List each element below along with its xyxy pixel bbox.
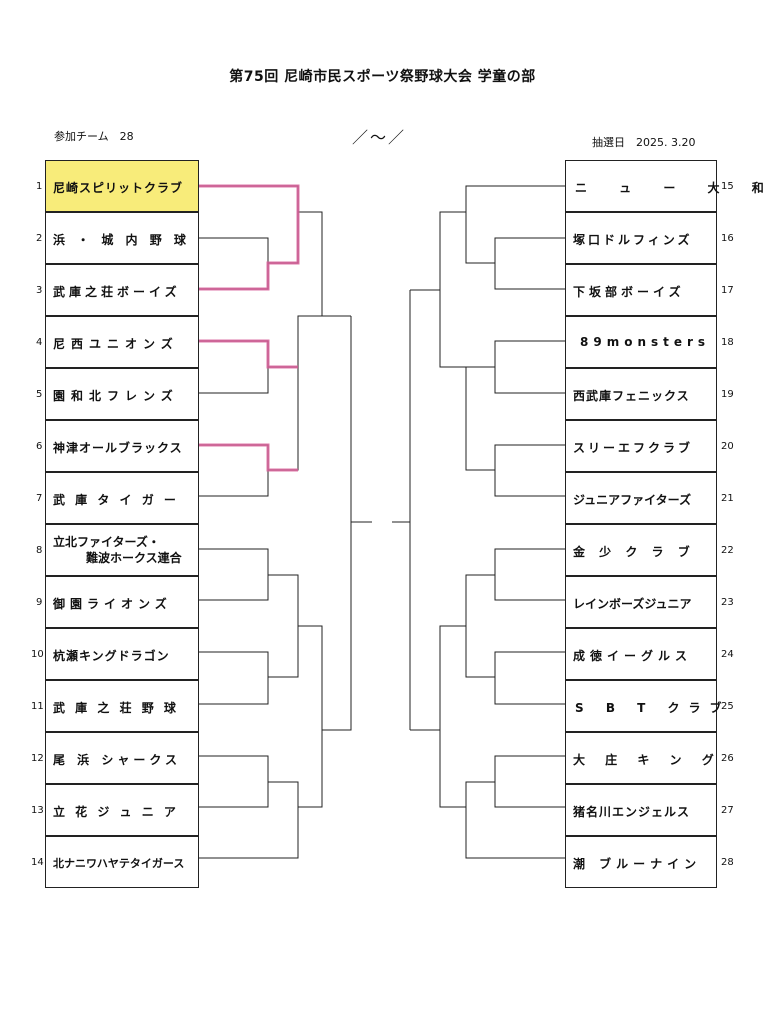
seed-number: 13	[31, 805, 44, 816]
team-name-line2: 難波ホークス連合	[86, 551, 182, 565]
seed-number: 20	[721, 441, 734, 452]
team-name: 89monsters	[580, 335, 711, 349]
team-name: 大 庄 キ ン グ	[573, 753, 722, 767]
team-name: 尼西ユニオンズ	[53, 337, 179, 351]
winner-line	[199, 443, 298, 472]
team-name: 立北ファイターズ・	[53, 535, 160, 549]
team-name: レインボーズジュニア	[573, 597, 692, 611]
team-name: 潮 ブルーナイン	[573, 857, 702, 871]
team-slot-19	[565, 368, 717, 420]
seed-number: 23	[721, 597, 734, 608]
seed-number: 15	[721, 181, 734, 192]
team-slot-2	[45, 212, 199, 264]
team-slot-15	[565, 160, 717, 212]
draw-date: 抽選日 2025. 3.20	[592, 136, 696, 149]
team-slot-28	[565, 836, 717, 888]
winner-line	[199, 212, 300, 291]
seed-number: 26	[721, 753, 734, 764]
seed-number: 17	[721, 285, 734, 296]
team-name: ニ ュ ー 大 和	[575, 181, 765, 195]
seed-number: 1	[36, 181, 43, 192]
team-slot-21	[565, 472, 717, 524]
team-name: 塚口ドルフィンズ	[573, 233, 693, 247]
team-name: 武 庫 タ イ ガ ー	[53, 493, 179, 507]
team-slot-4	[45, 316, 199, 368]
team-slot-25	[565, 680, 717, 732]
winner-line	[199, 184, 300, 212]
team-name: 北ナニワハヤテタイガース	[53, 857, 185, 870]
seed-number: 12	[31, 753, 44, 764]
team-name: 浜 ・ 城 内 野 球	[53, 233, 190, 247]
team-slot-14	[45, 836, 199, 888]
team-slot-17	[565, 264, 717, 316]
team-slot-13	[45, 784, 199, 836]
bracket-line	[350, 316, 372, 523]
team-name: 園和北フレンズ	[53, 389, 179, 403]
team-slot-7	[45, 472, 199, 524]
team-name: 下坂部ボーイズ	[573, 285, 685, 299]
winner-line	[199, 339, 298, 369]
team-name: 成徳イーグルス	[573, 649, 693, 663]
team-name: 尾 浜 シャークス	[53, 753, 181, 767]
seed-number: 5	[36, 389, 43, 400]
team-slot-27	[565, 784, 717, 836]
team-slot-22	[565, 524, 717, 576]
team-slot-5	[45, 368, 199, 420]
team-name: S B T クラブ	[575, 701, 731, 715]
team-name: 立 花 ジ ュ ニ ア	[53, 805, 179, 819]
seed-number: 22	[721, 545, 734, 556]
bracket-line	[410, 185, 565, 497]
team-slot-1	[45, 160, 199, 212]
team-slot-26	[565, 732, 717, 784]
team-name: 武庫之荘ボーイズ	[53, 285, 181, 299]
tournament-date-range: ／～／	[352, 128, 407, 147]
participant-count: 参加チーム 28	[54, 130, 134, 143]
team-slot-12	[45, 732, 199, 784]
team-name: 杭瀬キングドラゴン	[53, 649, 170, 663]
bracket-line	[392, 290, 411, 730]
team-name: 猪名川エンジェルス	[573, 805, 691, 819]
bracket-line	[410, 548, 565, 859]
team-slot-24	[565, 628, 717, 680]
team-name: 尼崎スピリットクラブ	[53, 181, 184, 195]
team-slot-11	[45, 680, 199, 732]
page-title: 第75回 尼崎市民スポーツ祭野球大会 学童の部	[229, 69, 536, 85]
bracket-line	[199, 522, 352, 859]
seed-number: 27	[721, 805, 734, 816]
seed-number: 11	[31, 701, 44, 712]
seed-number: 16	[721, 233, 734, 244]
team-name: 神津オールブラックス	[53, 441, 183, 455]
seed-number: 28	[721, 857, 734, 868]
team-slot-10	[45, 628, 199, 680]
seed-number: 9	[36, 597, 43, 608]
team-slot-20	[565, 420, 717, 472]
seed-number: 4	[36, 337, 43, 348]
seed-number: 3	[36, 285, 43, 296]
team-slot-8	[45, 524, 199, 576]
seed-number: 7	[36, 493, 43, 504]
team-slot-18	[565, 316, 717, 368]
seed-number: 21	[721, 493, 734, 504]
team-name: ジュニアファイターズ	[573, 493, 692, 507]
team-slot-6	[45, 420, 199, 472]
team-name: 西武庫フェニックス	[573, 389, 690, 403]
team-slot-16	[565, 212, 717, 264]
seed-number: 19	[721, 389, 734, 400]
team-slot-9	[45, 576, 199, 628]
team-slot-3	[45, 264, 199, 316]
seed-number: 24	[721, 649, 734, 660]
team-name: 御園ライオンズ	[53, 597, 172, 611]
team-slot-23	[565, 576, 717, 628]
seed-number: 10	[31, 649, 44, 660]
seed-number: 14	[31, 857, 44, 868]
seed-number: 6	[36, 441, 43, 452]
team-name: スリーエフクラブ	[573, 441, 694, 455]
seed-number: 2	[36, 233, 43, 244]
team-name: 金 少 ク ラ ブ	[573, 545, 695, 559]
seed-number: 18	[721, 337, 734, 348]
team-name: 武 庫 之 荘 野 球	[53, 701, 179, 715]
seed-number: 8	[36, 545, 43, 556]
seed-number: 25	[721, 701, 734, 712]
